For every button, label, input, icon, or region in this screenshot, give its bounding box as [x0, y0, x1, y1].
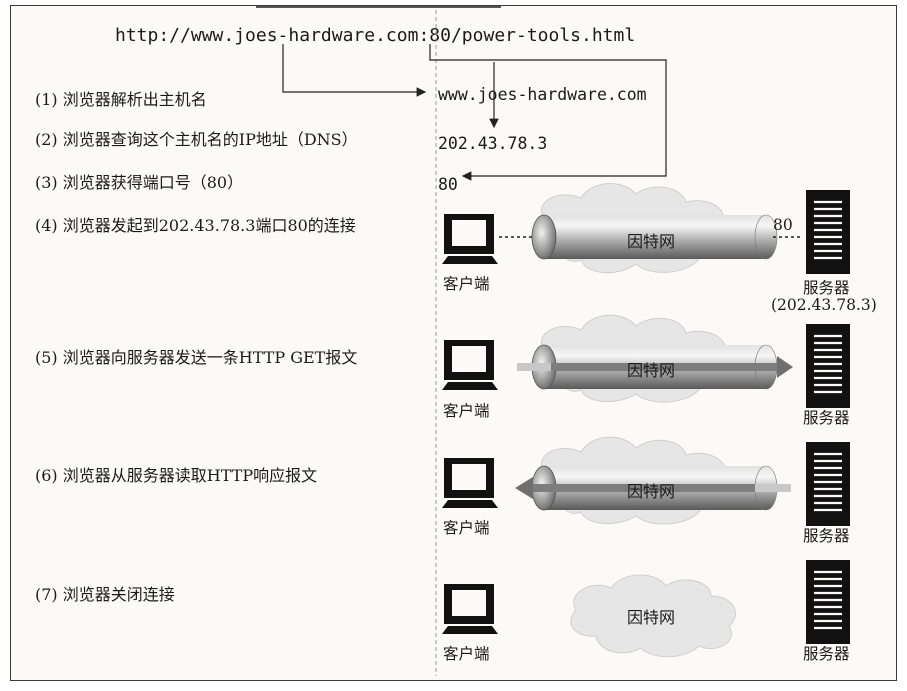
diagram-frame: http://www.joes-hardware.com:80/power-to… [10, 5, 897, 681]
client-label-row4: 客户端 [443, 275, 490, 293]
server-icon-row7 [806, 560, 850, 644]
client-label-row6: 客户端 [443, 519, 490, 537]
step-1-text: (1) 浏览器解析出主机名 [35, 90, 207, 109]
internet-cloud-row7 [570, 574, 736, 658]
server-label-row5: 服务器 [803, 409, 850, 427]
internet-label-row7: 因特网 [627, 608, 676, 627]
client-computer-icon-row6 [442, 458, 498, 508]
step-4-text: (4) 浏览器发起到202.43.78.3端口80的连接 [35, 216, 356, 235]
client-label-row7: 客户端 [443, 645, 490, 663]
diagram-graphics [256, 6, 850, 676]
client-label-row5: 客户端 [443, 402, 490, 420]
port-connector [429, 44, 667, 181]
server-port-label: 80 [773, 216, 793, 234]
internet-label-row5: 因特网 [627, 361, 676, 380]
url-port: 80 [429, 25, 451, 46]
request-arrow [517, 356, 793, 378]
server-label-row7: 服务器 [803, 645, 850, 663]
tube-row4 [531, 214, 778, 260]
server-ip-label: (202.43.78.3) [771, 296, 877, 314]
client-computer-icon-row4 [442, 214, 498, 264]
step-5-text: (5) 浏览器向服务器发送一条HTTP GET报文 [35, 348, 358, 367]
resolved-hostname: www.joes-hardware.com [438, 85, 647, 104]
url-line: http://www.joes-hardware.com:80/power-to… [115, 25, 635, 46]
server-icon-row5 [806, 324, 850, 408]
server-icon-row4 [806, 190, 850, 274]
response-arrow [515, 477, 791, 499]
url-prefix: http:// [115, 25, 191, 46]
step-6-text: (6) 浏览器从服务器读取HTTP响应报文 [35, 466, 318, 485]
step-3-text: (3) 浏览器获得端口号（80） [35, 173, 244, 192]
host-connector [282, 44, 427, 97]
client-computer-icon-row5 [442, 340, 498, 390]
server-label-row6: 服务器 [803, 527, 850, 545]
url-host: www.joes-hardware.com [190, 25, 419, 46]
url-colon: : [418, 25, 430, 46]
server-label-row4: 服务器 [803, 279, 850, 297]
server-icon-row6 [806, 442, 850, 526]
resolved-port: 80 [438, 175, 458, 194]
client-computer-icon-row7 [442, 584, 498, 634]
internet-label-row4: 因特网 [627, 232, 676, 251]
internet-label-row6: 因特网 [627, 482, 676, 501]
step-2-text: (2) 浏览器查询这个主机名的IP地址（DNS） [35, 130, 358, 149]
step-7-text: (7) 浏览器关闭连接 [35, 585, 175, 604]
url-path: /power-tools.html [450, 25, 636, 46]
resolved-ip: 202.43.78.3 [438, 134, 548, 153]
